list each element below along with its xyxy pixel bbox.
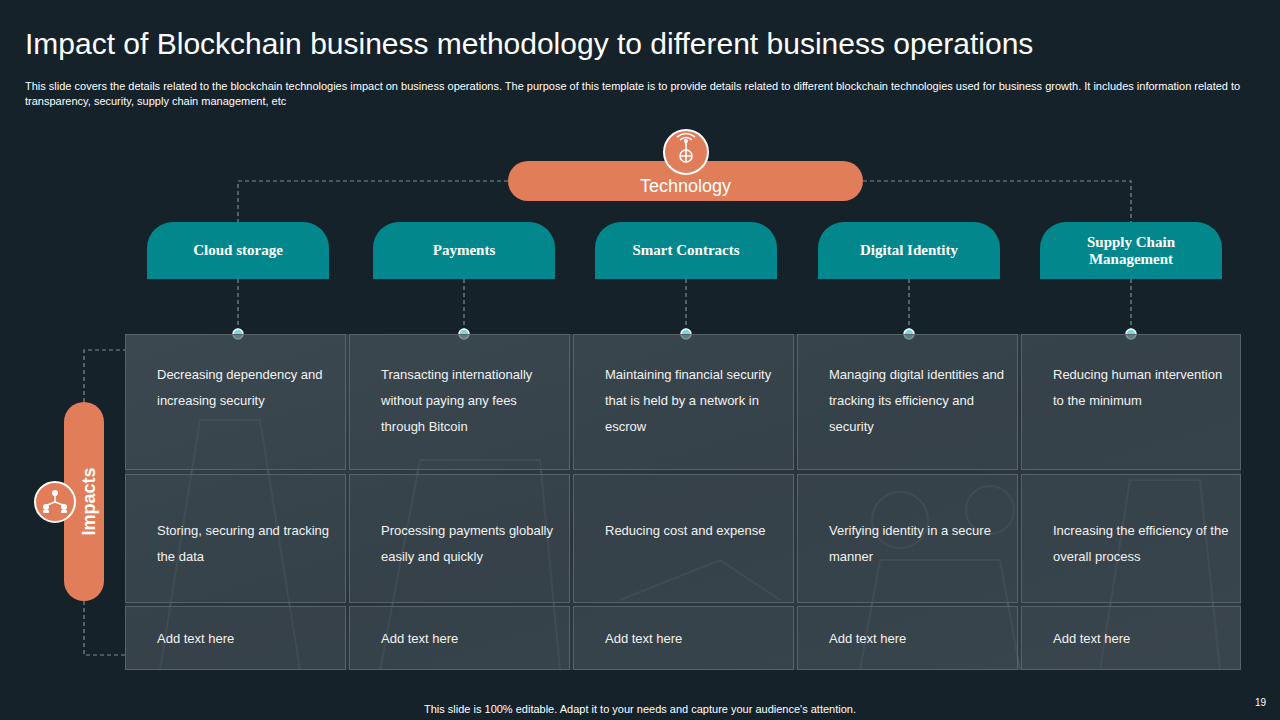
impact-text: Transacting internationally without payi… bbox=[381, 362, 559, 440]
technology-tab: Supply Chain Management bbox=[1040, 222, 1222, 279]
impact-text: Verifying identity in a secure manner bbox=[829, 518, 1007, 570]
node-label: Cloud storage bbox=[193, 242, 283, 259]
dashed-connector bbox=[685, 279, 686, 334]
node-label: Impacts bbox=[79, 467, 100, 535]
impact-cell: Verifying identity in a secure manner bbox=[797, 474, 1018, 603]
impact-cell: Increasing the efficiency of the overall… bbox=[1021, 474, 1241, 603]
impact-cell: Add text here bbox=[125, 606, 346, 670]
dashed-connector bbox=[1130, 279, 1131, 334]
impact-cell: Managing digital identities and tracking… bbox=[797, 334, 1018, 470]
dashed-connector bbox=[84, 601, 125, 655]
technology-pill: Technology bbox=[508, 161, 863, 201]
impact-cell: Maintaining financial security that is h… bbox=[573, 334, 794, 470]
impact-cell: Transacting internationally without payi… bbox=[349, 334, 570, 470]
footer-note: This slide is 100% editable. Adapt it to… bbox=[240, 702, 1040, 716]
impact-cell: Decreasing dependency and increasing sec… bbox=[125, 334, 346, 470]
impact-text: Managing digital identities and tracking… bbox=[829, 362, 1007, 440]
slide-title: Impact of Blockchain business methodolog… bbox=[25, 26, 1265, 62]
dashed-connector bbox=[463, 279, 464, 334]
node-label: Payments bbox=[433, 242, 496, 259]
dashed-connector bbox=[84, 350, 125, 402]
impact-text: Maintaining financial security that is h… bbox=[605, 362, 783, 440]
node-label: Digital Identity bbox=[860, 242, 958, 259]
impact-text: Add text here bbox=[381, 626, 559, 652]
technology-tab: Smart Contracts bbox=[595, 222, 777, 279]
slide-description: This slide covers the details related to… bbox=[25, 79, 1250, 109]
impacts-pill: Impacts bbox=[64, 402, 104, 601]
dashed-connector bbox=[908, 279, 909, 334]
node-label: Supply Chain Management bbox=[1062, 234, 1200, 268]
technology-icon bbox=[661, 127, 711, 177]
photo-backdrop bbox=[125, 334, 1241, 670]
impact-cell: Storing, securing and tracking the data bbox=[125, 474, 346, 603]
impact-text: Reducing human intervention to the minim… bbox=[1053, 362, 1230, 414]
impacts-icon bbox=[33, 480, 77, 524]
technology-tab: Digital Identity bbox=[818, 222, 1000, 279]
dashed-connector bbox=[237, 279, 238, 334]
impact-cell: Processing payments globally easily and … bbox=[349, 474, 570, 603]
impact-cell: Add text here bbox=[349, 606, 570, 670]
impact-cell: Reducing cost and expense bbox=[573, 474, 794, 603]
impact-text: Add text here bbox=[605, 626, 783, 652]
dashed-connector bbox=[863, 181, 1131, 222]
impact-cell: Reducing human intervention to the minim… bbox=[1021, 334, 1241, 470]
technology-tab: Payments bbox=[373, 222, 555, 279]
impact-cell: Add text here bbox=[573, 606, 794, 670]
page-number: 19 bbox=[1230, 697, 1266, 709]
impact-text: Add text here bbox=[1053, 626, 1230, 652]
impact-text: Add text here bbox=[157, 626, 335, 652]
impact-text: Add text here bbox=[829, 626, 1007, 652]
impact-cell: Add text here bbox=[1021, 606, 1241, 670]
impact-text: Decreasing dependency and increasing sec… bbox=[157, 362, 335, 414]
technology-tab: Cloud storage bbox=[147, 222, 329, 279]
impact-cell: Add text here bbox=[797, 606, 1018, 670]
dashed-connector bbox=[238, 181, 508, 222]
impact-text: Increasing the efficiency of the overall… bbox=[1053, 518, 1230, 570]
node-label: Smart Contracts bbox=[632, 242, 739, 259]
node-label: Technology bbox=[640, 176, 731, 197]
impact-text: Storing, securing and tracking the data bbox=[157, 518, 335, 570]
impact-text: Reducing cost and expense bbox=[605, 518, 783, 544]
impact-text: Processing payments globally easily and … bbox=[381, 518, 559, 570]
